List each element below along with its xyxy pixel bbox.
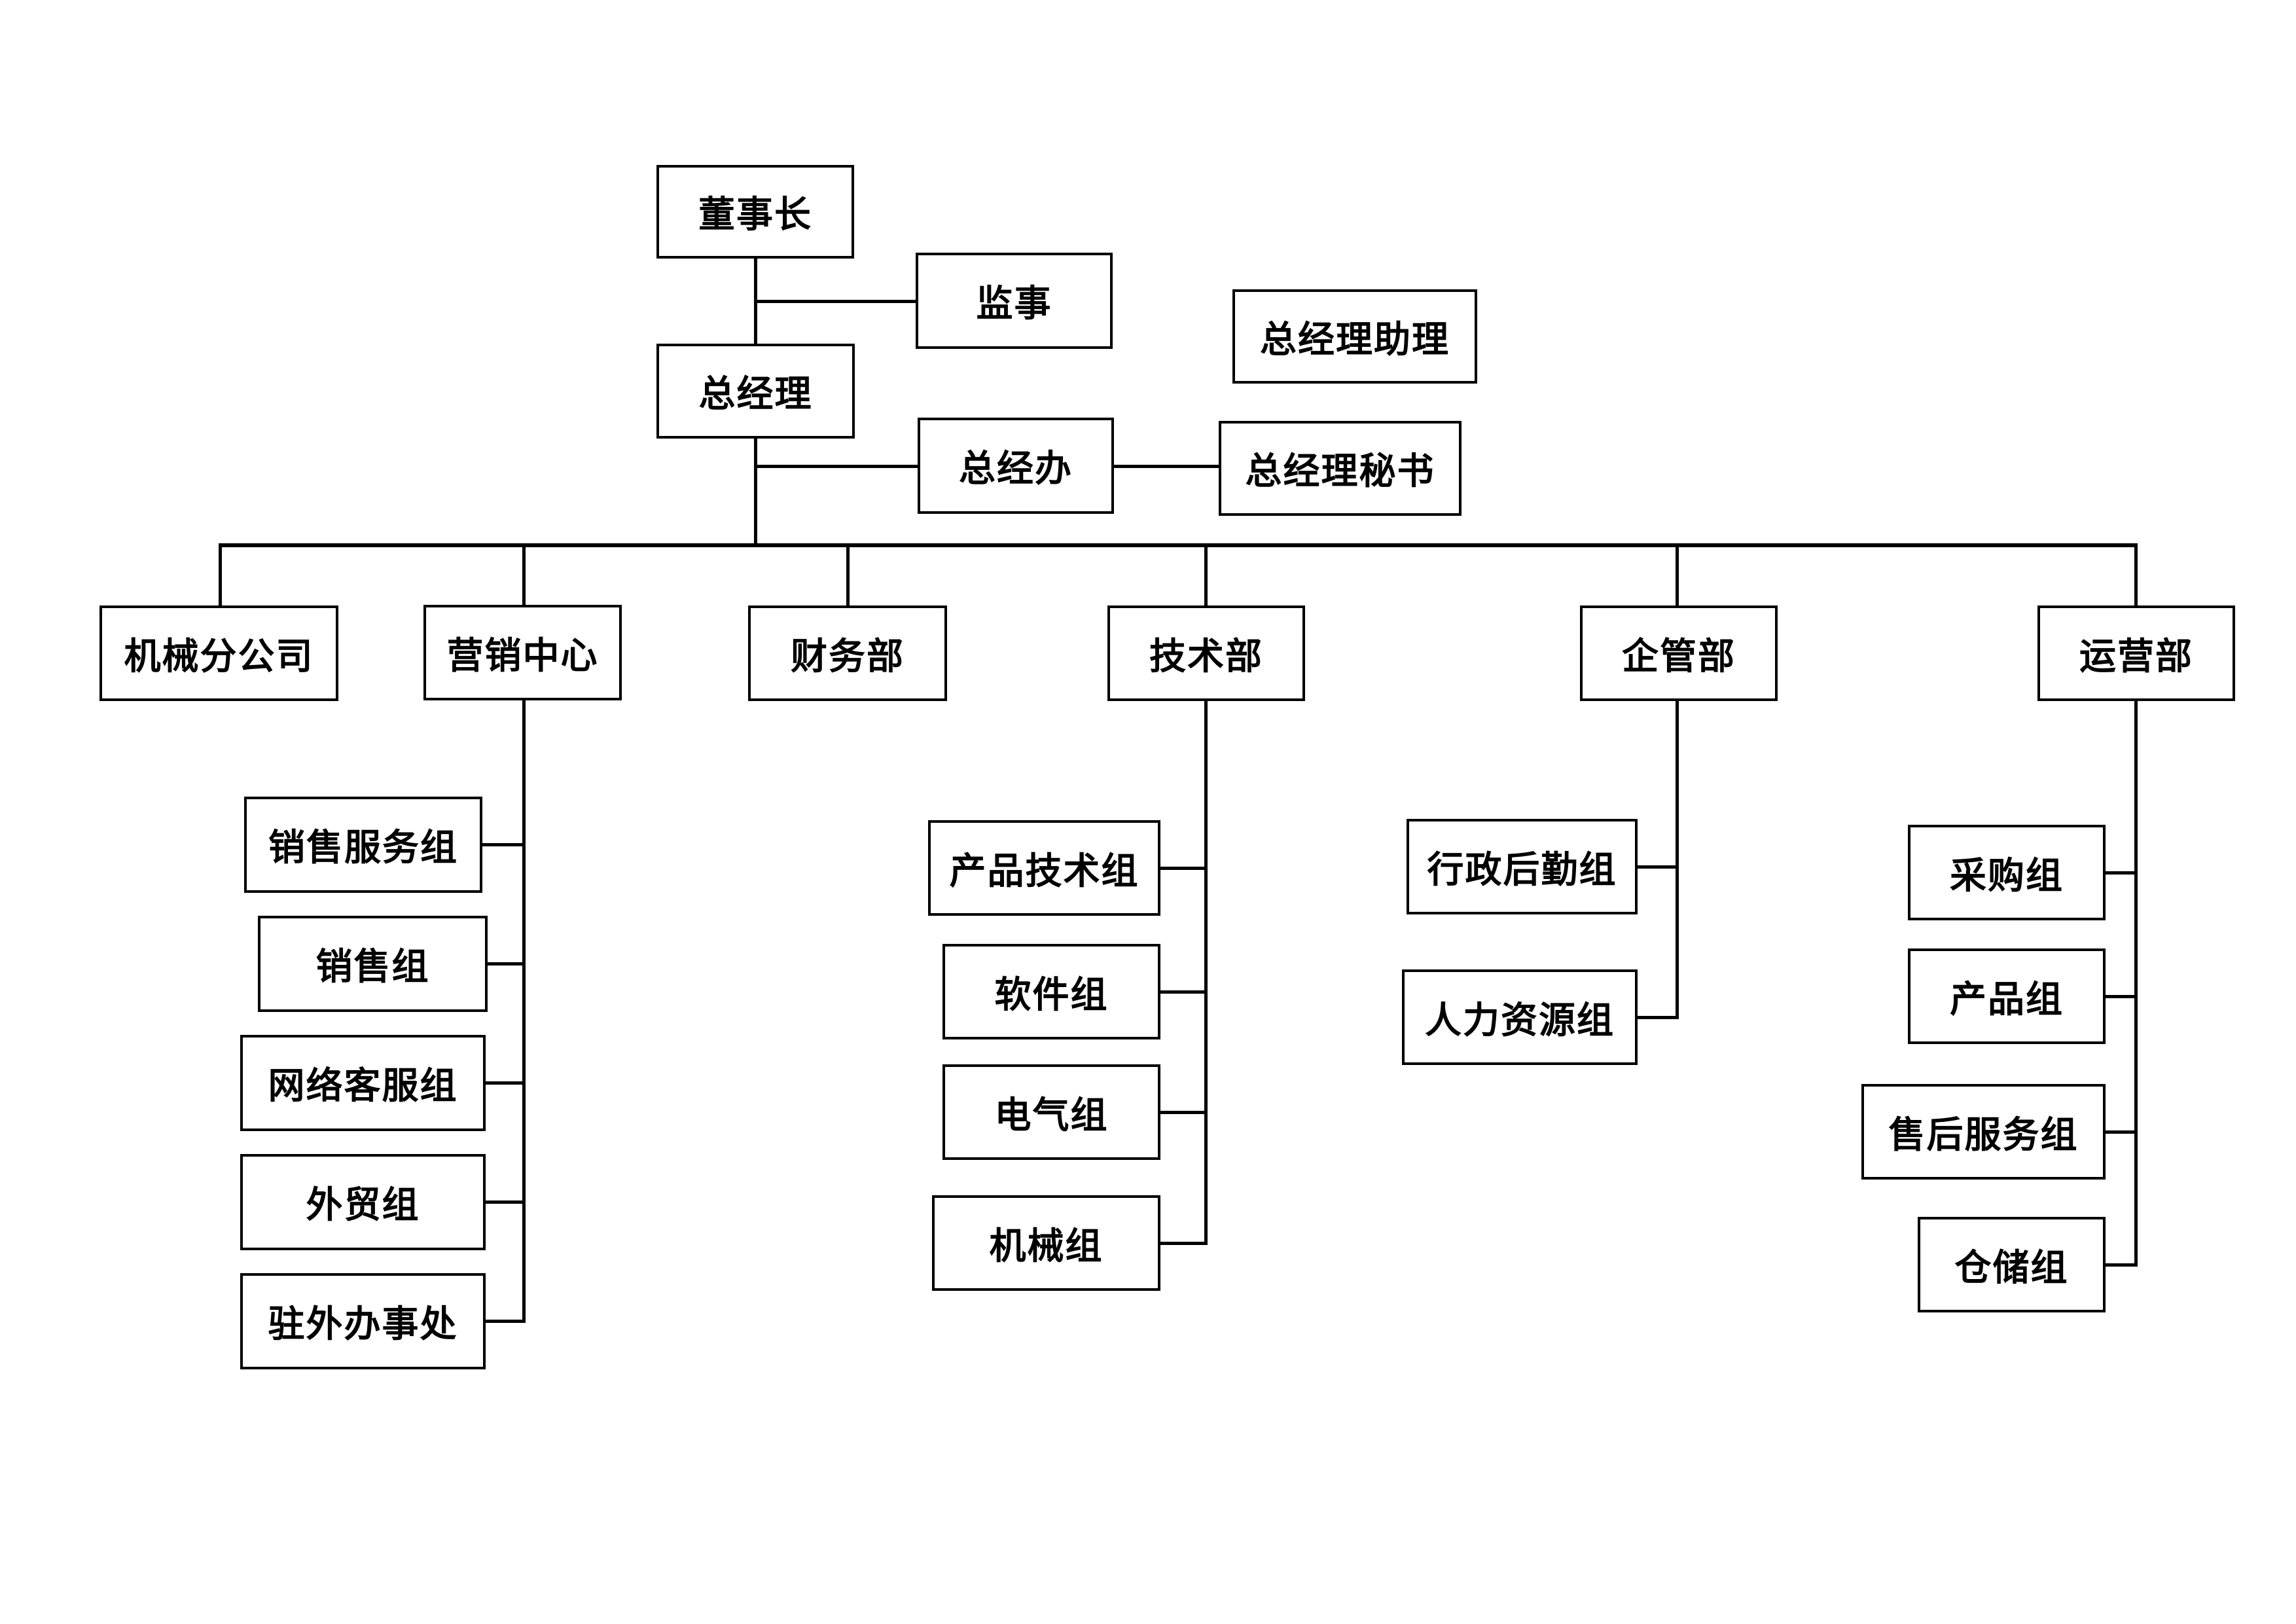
connector-gm-office-branch — [754, 465, 918, 468]
connector-stub-sales-service — [482, 843, 526, 846]
node-group-after-sales: 售后服务组 — [1861, 1084, 2106, 1180]
connector-stub-mechanical — [1160, 1242, 1208, 1245]
connector-stub-after-sales — [2106, 1130, 2138, 1134]
node-group-procurement: 采购组 — [1908, 825, 2106, 920]
node-dept-technology: 技术部 — [1107, 605, 1305, 701]
connector-gm-trunk — [754, 439, 757, 547]
connector-stub-online-support — [486, 1081, 526, 1085]
connector-technology-column — [1204, 700, 1208, 1245]
connector-stub-sales — [488, 962, 526, 965]
node-supervisor: 监事 — [916, 253, 1113, 349]
node-dept-marketing-center: 营销中心 — [423, 605, 622, 700]
node-group-hr: 人力资源组 — [1402, 969, 1638, 1065]
node-group-product-tech: 产品技术组 — [928, 820, 1160, 916]
connector-marketing-column — [522, 700, 526, 1323]
connector-stub-admin-logistics — [1638, 865, 1679, 869]
connector-stub-warehouse — [2106, 1263, 2138, 1267]
connector-stub-overseas-office — [486, 1320, 526, 1323]
node-group-electrical: 电气组 — [942, 1064, 1160, 1160]
connector-drop-finance — [846, 547, 850, 605]
node-general-manager: 总经理 — [656, 344, 855, 439]
node-dept-operations: 运营部 — [2037, 605, 2235, 701]
connector-stub-product — [2106, 995, 2138, 998]
node-gm-office: 总经办 — [918, 418, 1114, 514]
node-group-admin-logistics: 行政后勤组 — [1407, 819, 1638, 914]
node-dept-enterprise-mgmt: 企管部 — [1580, 605, 1778, 701]
node-gm-secretary: 总经理秘书 — [1219, 421, 1462, 516]
node-group-sales: 销售组 — [258, 916, 488, 1012]
node-group-online-support: 网络客服组 — [240, 1035, 486, 1131]
node-group-mechanical: 机械组 — [932, 1195, 1160, 1291]
connector-stub-foreign-trade — [486, 1200, 526, 1204]
node-dept-machinery-branch: 机械分公司 — [99, 605, 338, 701]
node-gm-assistant: 总经理助理 — [1232, 289, 1477, 384]
connector-drop-operations — [2134, 543, 2138, 605]
node-group-sales-service: 销售服务组 — [244, 797, 482, 893]
connector-stub-product-tech — [1160, 867, 1208, 870]
connector-drop-technology — [1204, 547, 1208, 605]
connector-stub-electrical — [1160, 1111, 1208, 1114]
connector-enterprise-column — [1676, 700, 1679, 1019]
node-group-foreign-trade: 外贸组 — [240, 1154, 486, 1250]
node-group-software: 软件组 — [942, 944, 1160, 1039]
connector-office-secretary-link — [1114, 465, 1219, 468]
node-group-product: 产品组 — [1908, 948, 2106, 1044]
connector-supervisor-branch — [754, 300, 916, 303]
node-group-overseas-office: 驻外办事处 — [240, 1273, 486, 1369]
connector-drop-enterprise-mgmt — [1676, 547, 1679, 605]
connector-drop-marketing — [522, 547, 526, 605]
connector-stub-software — [1160, 990, 1208, 994]
connector-stub-hr — [1638, 1016, 1679, 1019]
node-chairman: 董事长 — [656, 165, 854, 259]
connector-operations-column — [2134, 700, 2138, 1267]
connector-drop-machinery — [219, 543, 222, 605]
node-group-warehouse: 仓储组 — [1918, 1217, 2106, 1312]
node-dept-finance: 财务部 — [748, 605, 947, 701]
connector-stub-procurement — [2106, 871, 2138, 875]
connector-distribution-line — [219, 543, 2138, 547]
